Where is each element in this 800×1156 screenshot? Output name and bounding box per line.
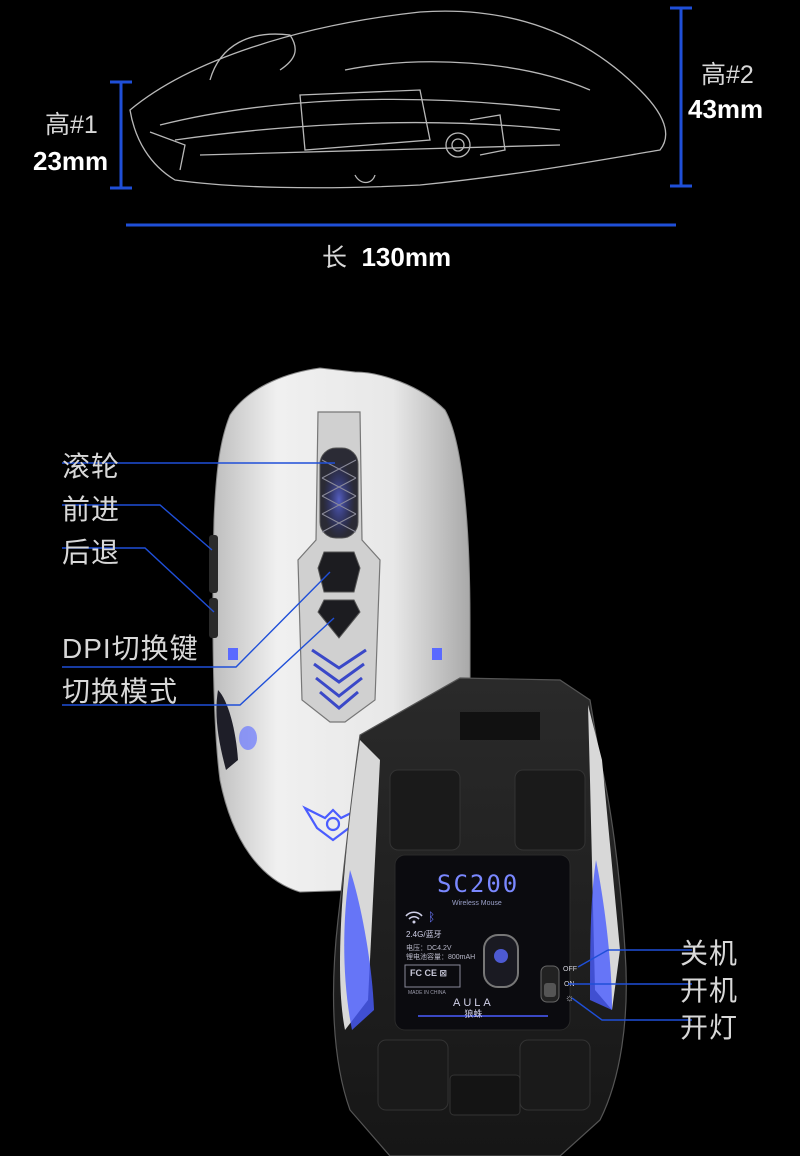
switch-off-label: OFF (563, 966, 577, 973)
light-icon: ☼ (565, 993, 575, 1004)
model-subtitle: Wireless Mouse (452, 900, 502, 907)
height2-label: 高#2 (701, 61, 754, 89)
callout-power-on: 开机 (680, 975, 739, 1006)
length-value: 130mm (361, 242, 452, 272)
brand-logo: AULA 狼蛛 (453, 997, 494, 1020)
model-name: SC200 (437, 870, 520, 898)
fcc-ce-marks: FC CE ⊠ (410, 968, 448, 978)
length-label: 长 (322, 244, 348, 272)
callout-light-on: 开灯 (680, 1012, 739, 1043)
callout-power-off: 关机 (680, 938, 739, 969)
height1-label: 高#1 (45, 111, 98, 139)
mouse-side-profile-drawing (110, 6, 692, 227)
callout-mode-switch: 切换模式 (62, 676, 179, 707)
callout-dpi-switch: DPI切换键 (62, 633, 199, 664)
brand-name: AULA (453, 997, 494, 1009)
callout-forward: 前进 (62, 494, 121, 525)
voltage-text: 电压：DC4.2V (406, 945, 452, 952)
length-dimension: 长 130mm (322, 238, 451, 274)
brand-name-cn: 狼蛛 (464, 1009, 483, 1019)
connectivity-text: 2.4G/蓝牙 (406, 930, 442, 939)
bluetooth-icon: ᛒ (428, 910, 436, 924)
callout-back: 后退 (62, 537, 121, 568)
callout-scroll-wheel: 滚轮 (62, 451, 121, 482)
battery-text: 锂电池容量：800mAH (406, 954, 476, 961)
height1-value: 23mm (33, 146, 109, 176)
height2-value: 43mm (688, 94, 764, 124)
made-in-text: MADE IN CHINA (408, 990, 446, 996)
